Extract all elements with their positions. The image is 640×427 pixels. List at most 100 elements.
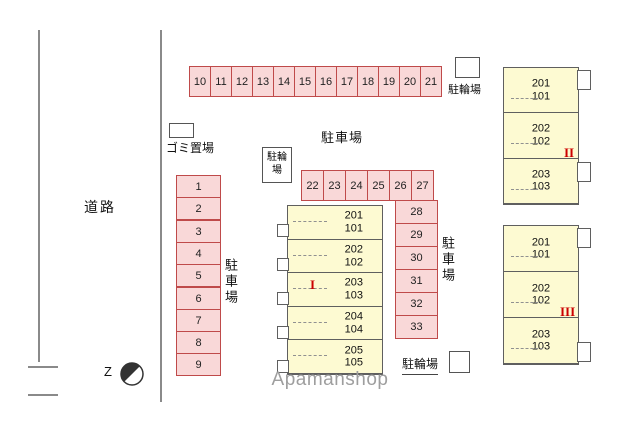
parking-stall-22: 22 bbox=[301, 170, 324, 201]
parking-stall-14: 14 bbox=[273, 66, 295, 97]
entrance-box bbox=[577, 70, 591, 90]
parking-stall-28: 28 bbox=[395, 200, 438, 224]
entrance-box bbox=[277, 224, 289, 237]
parking-stall-3: 3 bbox=[176, 220, 221, 243]
parking-stall-18: 18 bbox=[357, 66, 379, 97]
unit-dash-line bbox=[511, 256, 543, 257]
watermark: Apamanshop bbox=[271, 369, 389, 390]
unit-numbers: 203 103 bbox=[531, 168, 551, 193]
parking-stall-6: 6 bbox=[176, 287, 221, 310]
parking-stall-2: 2 bbox=[176, 197, 221, 220]
compass-letter: Z bbox=[104, 364, 112, 379]
garbage-label: ゴミ置場 bbox=[166, 141, 215, 155]
unit-numbers: 204 104 bbox=[344, 310, 363, 336]
road-break-tick-1 bbox=[28, 366, 58, 368]
unit-dash-line bbox=[293, 254, 327, 256]
parking-left-label: 駐車場 bbox=[223, 258, 238, 306]
parking-stall-7: 7 bbox=[176, 309, 221, 332]
parking-stall-27: 27 bbox=[411, 170, 434, 201]
unit-205: 205 105 bbox=[288, 340, 382, 374]
parking-stall-4: 4 bbox=[176, 242, 221, 265]
compass-icon bbox=[120, 362, 144, 386]
unit-dash-line bbox=[293, 221, 327, 222]
bike-shed-bottom-box bbox=[449, 351, 470, 373]
unit-202: 202 102 bbox=[288, 240, 382, 274]
garbage-box bbox=[169, 123, 194, 138]
bike-parking-mid-label: 駐輪場 bbox=[267, 152, 287, 176]
unit-dash-line bbox=[511, 98, 543, 99]
parking-stall-31: 31 bbox=[395, 269, 438, 293]
parking-stall-24: 24 bbox=[345, 170, 368, 201]
road-label: 道路 bbox=[84, 199, 116, 215]
unit-dash-line bbox=[511, 348, 543, 349]
building-bottom-right: 201 101 202 102 203 103 III bbox=[503, 225, 591, 365]
parking-stall-11: 11 bbox=[210, 66, 232, 97]
entrance-box bbox=[277, 292, 289, 305]
parking-main-label: 駐車場 bbox=[321, 130, 364, 145]
parking-stall-32: 32 bbox=[395, 292, 438, 316]
parking-stall-29: 29 bbox=[395, 223, 438, 247]
unit-dash-line bbox=[511, 188, 543, 190]
parking-stall-19: 19 bbox=[378, 66, 400, 97]
unit-dash-line bbox=[511, 143, 543, 145]
unit-201: 201 101 bbox=[504, 226, 578, 272]
parking-stall-1: 1 bbox=[176, 175, 221, 198]
bike-parking-mid-box: 駐輪場 bbox=[262, 147, 292, 183]
parking-stall-12: 12 bbox=[231, 66, 253, 97]
parking-stall-23: 23 bbox=[323, 170, 346, 201]
parking-right-label: 駐車場 bbox=[440, 236, 455, 284]
bike-shed-top-box bbox=[455, 57, 480, 78]
parking-stall-21: 21 bbox=[420, 66, 442, 97]
parking-stall-10: 10 bbox=[189, 66, 211, 97]
unit-dash-line bbox=[293, 288, 327, 290]
unit-numbers: 202 102 bbox=[531, 122, 551, 148]
building-numeral: II bbox=[564, 145, 575, 160]
unit-202: 202 102 bbox=[504, 272, 578, 318]
entrance-box bbox=[577, 342, 591, 362]
entrance-box bbox=[277, 360, 289, 373]
unit-numbers: 201 101 bbox=[531, 235, 551, 261]
unit-dash-line bbox=[511, 302, 543, 303]
unit-203: 203 103 bbox=[288, 273, 382, 307]
entrance-box bbox=[577, 162, 591, 182]
road-break-tick-2 bbox=[28, 394, 58, 396]
unit-numbers: 202 102 bbox=[344, 243, 363, 268]
unit-numbers: 205 105 bbox=[344, 344, 363, 369]
parking-stall-9: 9 bbox=[176, 353, 221, 376]
unit-202: 202 102 bbox=[504, 113, 578, 159]
unit-201: 201 101 bbox=[504, 68, 578, 114]
bike-parking-top-label: 駐輪場 bbox=[448, 84, 481, 96]
bike-parking-bottom-label: 駐輪場 bbox=[402, 355, 439, 375]
parking-stall-16: 16 bbox=[315, 66, 337, 97]
unit-numbers: 203 103 bbox=[531, 327, 551, 353]
parking-stall-17: 17 bbox=[336, 66, 358, 97]
unit-dash-line bbox=[293, 355, 327, 357]
unit-numbers: 203 103 bbox=[344, 276, 363, 302]
unit-numbers: 202 102 bbox=[531, 281, 551, 307]
unit-dash-line bbox=[293, 321, 327, 323]
building-top-right: 201 101 202 102 203 103 II bbox=[503, 67, 591, 205]
entrance-box bbox=[577, 228, 591, 248]
parking-stall-33: 33 bbox=[395, 315, 438, 339]
parking-stall-5: 5 bbox=[176, 264, 221, 287]
unit-203: 203 103 bbox=[504, 318, 578, 364]
unit-numbers: 201 101 bbox=[344, 209, 363, 235]
parking-stall-26: 26 bbox=[389, 170, 412, 201]
unit-203: 203 103 bbox=[504, 159, 578, 204]
unit-201: 201 101 bbox=[288, 206, 382, 240]
parking-stall-8: 8 bbox=[176, 331, 221, 354]
parking-stall-25: 25 bbox=[367, 170, 390, 201]
parking-stall-20: 20 bbox=[399, 66, 421, 97]
building-numeral: I bbox=[310, 277, 316, 292]
unit-numbers: 201 101 bbox=[531, 77, 551, 103]
road-outer-line bbox=[38, 30, 40, 362]
building-center: 201 101 202 102 203 103 204 104 205 105 I bbox=[277, 205, 383, 375]
unit-204: 204 104 bbox=[288, 307, 382, 341]
entrance-box bbox=[277, 326, 289, 339]
entrance-box bbox=[277, 258, 289, 271]
site-boundary-line bbox=[160, 30, 162, 402]
building-numeral: III bbox=[560, 304, 576, 319]
parking-stall-13: 13 bbox=[252, 66, 274, 97]
parking-stall-15: 15 bbox=[294, 66, 316, 97]
